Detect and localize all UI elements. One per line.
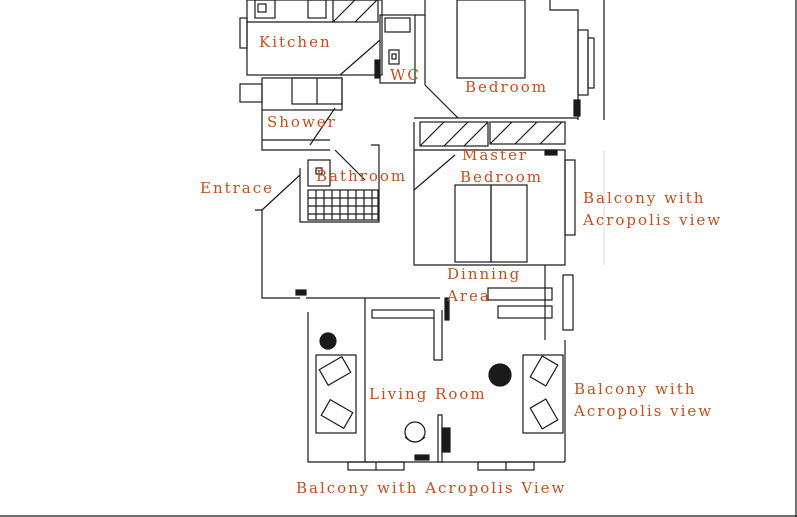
master-bedroom-label-line2: Bedroom xyxy=(460,168,543,186)
kitchen-room xyxy=(239,0,383,76)
dining-area-label-line2: Area xyxy=(447,287,491,305)
kitchen-label: Kitchen xyxy=(259,33,332,51)
balcony-right-top-label-line2: Acropolis view xyxy=(583,211,723,229)
living-room-label: Living Room xyxy=(369,385,487,403)
entrance-corridor xyxy=(255,174,440,299)
shower-label: Shower xyxy=(267,113,337,131)
balcony-right-mid-label-line2: Acropolis view xyxy=(574,402,714,420)
wc-label: WC xyxy=(390,66,421,84)
bathroom-room xyxy=(299,144,380,223)
balcony-bottom-label: Balcony with Acropolis View xyxy=(296,479,567,497)
bathroom-label: Bathroom xyxy=(316,167,408,185)
bathroom-tile-grid xyxy=(307,189,379,221)
master-bedroom-label-line1: Master xyxy=(462,146,529,164)
dining-area xyxy=(487,265,574,340)
dining-area-label-line1: Dinning xyxy=(447,265,522,283)
bedroom-room xyxy=(414,0,605,147)
master-bedroom-room xyxy=(413,122,576,266)
entrance-label: Entrace xyxy=(200,179,275,197)
bedroom-label: Bedroom xyxy=(465,78,548,96)
living-room xyxy=(307,297,566,471)
balcony-right-mid-label-line1: Balcony with xyxy=(574,380,697,398)
wc-room xyxy=(374,14,425,84)
balcony-right-top-label-line1: Balcony with xyxy=(583,189,706,207)
shower-room xyxy=(239,77,343,151)
